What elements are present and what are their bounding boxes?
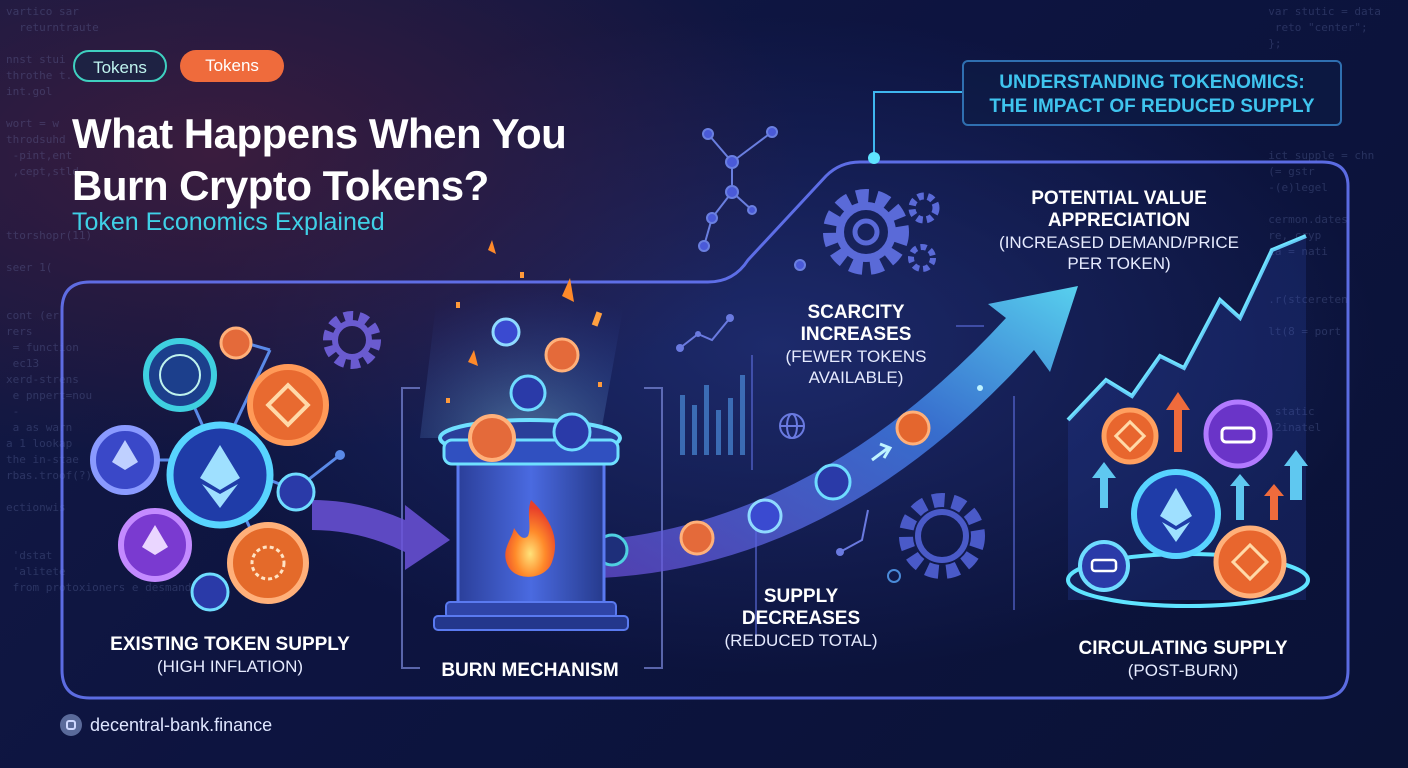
burn-bracket-right — [644, 387, 663, 669]
footer-domain[interactable]: decentral-bank.finance — [90, 714, 273, 735]
callout-line-1: UNDERSTANDING TOKENOMICS: — [999, 72, 1305, 93]
label-circulating-supply: CIRCULATING SUPPLY (POST-BURN) — [1048, 638, 1318, 681]
bank-logo-icon — [60, 714, 82, 736]
title-line-1: What Happens When You — [72, 110, 567, 157]
label-circulating-sub: (POST-BURN) — [1127, 661, 1239, 680]
callout-connector — [873, 91, 962, 158]
burn-cylinder — [420, 240, 630, 631]
label-circulating-heading: CIRCULATING SUPPLY — [1078, 638, 1288, 659]
label-value-heading-2: APPRECIATION — [1047, 210, 1191, 231]
circulating-coins — [1078, 392, 1308, 599]
page-subtitle: Token Economics Explained — [72, 208, 385, 236]
title-line-2: Burn Crypto Tokens? — [72, 162, 489, 209]
token-cluster — [90, 326, 345, 612]
network-graph-icon — [698, 126, 806, 271]
label-value-heading-1: POTENTIAL VALUE — [1031, 188, 1207, 209]
label-scarcity-heading-2: INCREASES — [800, 324, 912, 345]
label-decrease-sub: (REDUCED TOTAL) — [724, 631, 878, 650]
label-burn-heading: BURN MECHANISM — [441, 660, 619, 681]
label-value-sub-2: PER TOKEN) — [1067, 254, 1171, 273]
label-value-appreciation: POTENTIAL VALUE APPRECIATION (INCREASED … — [984, 188, 1254, 274]
label-scarcity-heading-1: SCARCITY — [807, 302, 905, 323]
page-title: What Happens When You Burn Crypto Tokens… — [72, 108, 692, 212]
label-scarcity-sub-1: (FEWER TOKENS — [785, 347, 927, 366]
label-value-sub-1: (INCREASED DEMAND/PRICE — [999, 233, 1239, 252]
code-background-right: var stutic = data reto "center"; }; ict … — [1268, 5, 1381, 434]
callout-line-2: THE IMPACT OF REDUCED SUPPLY — [989, 96, 1315, 117]
label-existing-supply-heading: EXISTING TOKEN SUPPLY — [110, 634, 350, 655]
label-existing-supply: EXISTING TOKEN SUPPLY (HIGH INFLATION) — [80, 634, 380, 677]
supply-flow-arrow — [312, 500, 450, 570]
rising-value-arrow — [600, 286, 1078, 578]
gear-icon-small-top — [908, 192, 940, 224]
main-frame-border — [60, 160, 1350, 700]
tokenomics-callout: UNDERSTANDING TOKENOMICS: THE IMPACT OF … — [962, 60, 1342, 126]
fire-icon — [505, 500, 556, 577]
label-existing-supply-sub: (HIGH INFLATION) — [156, 657, 304, 676]
label-burn-mechanism: BURN MECHANISM — [410, 660, 650, 682]
gear-icon-small-bottom — [908, 244, 936, 272]
code-background-left: vartico sar returntraute nnst stui throt… — [6, 5, 192, 594]
footer-brand: decentral-bank.finance — [60, 714, 272, 736]
flow-coins — [595, 385, 983, 567]
dotted-bar-chart — [680, 375, 745, 455]
mini-trend-line — [679, 317, 731, 349]
label-decrease-heading-2: DECREASES — [741, 608, 861, 629]
gear-icon-large-bottom — [899, 493, 985, 579]
gear-icon-left — [323, 311, 381, 369]
tag-pill-tokens[interactable]: Tokens — [73, 50, 167, 82]
label-supply-decreases: SUPPLY DECREASES (REDUCED TOTAL) — [706, 586, 896, 651]
value-growth-line — [1066, 234, 1307, 422]
tag-pill-tokens-highlighted[interactable]: Tokens — [180, 50, 284, 82]
label-scarcity: SCARCITY INCREASES (FEWER TOKENS AVAILAB… — [756, 302, 956, 388]
gear-icon-large-top — [823, 189, 909, 275]
label-decrease-heading-1: SUPPLY — [763, 586, 839, 607]
label-scarcity-sub-2: AVAILABLE) — [808, 368, 904, 387]
